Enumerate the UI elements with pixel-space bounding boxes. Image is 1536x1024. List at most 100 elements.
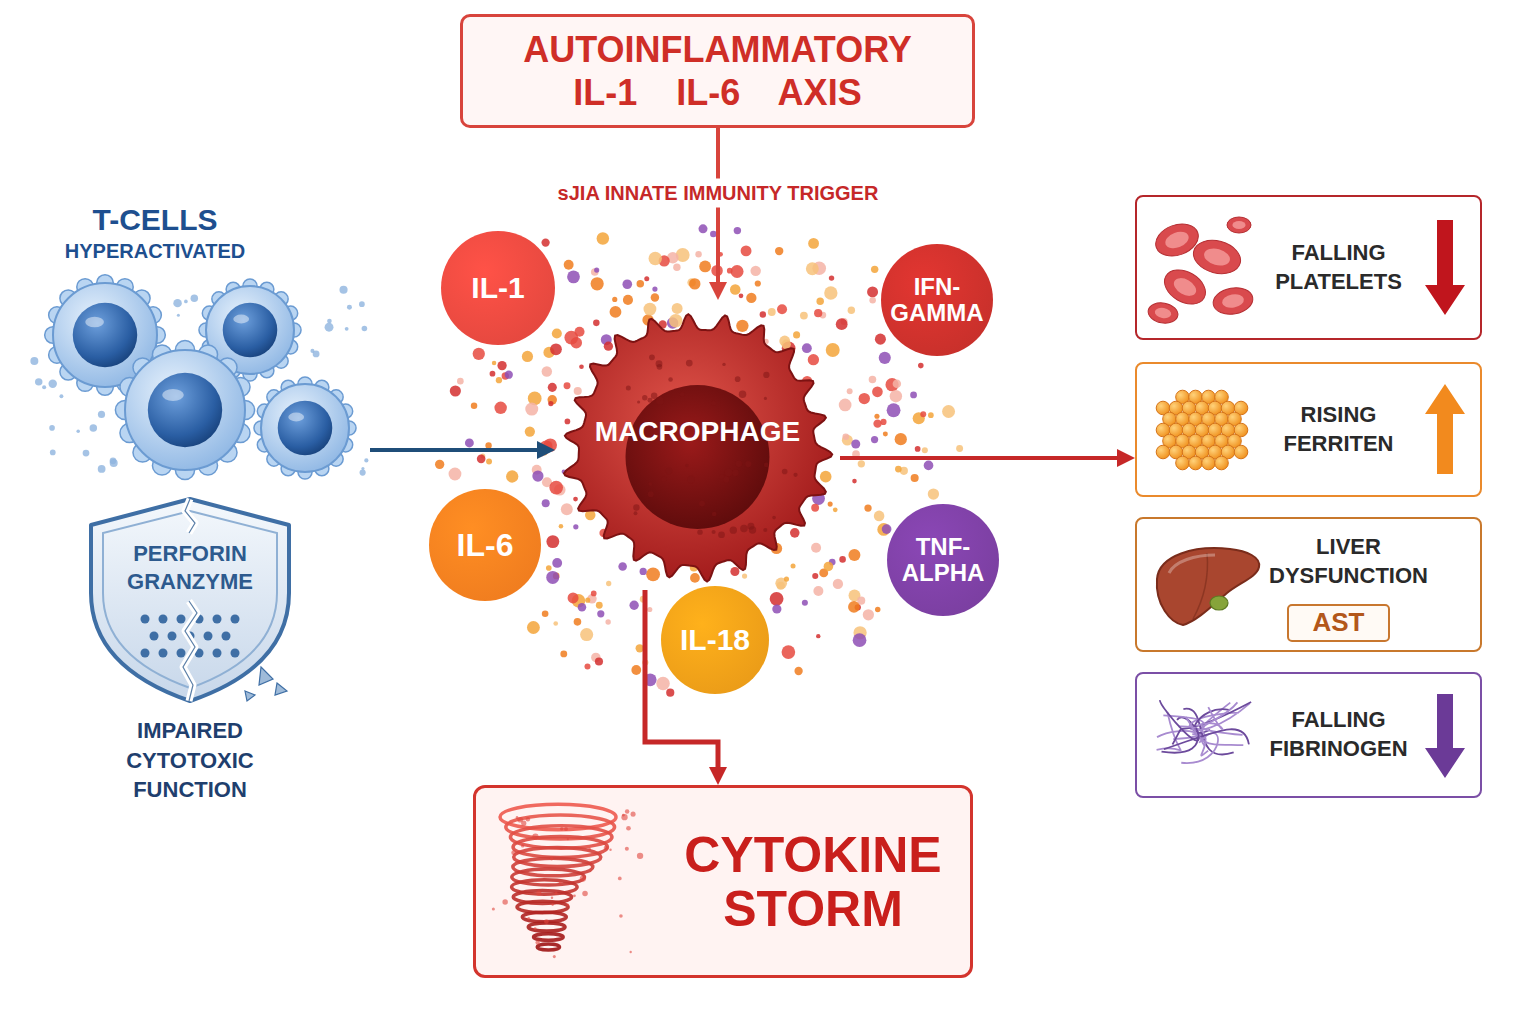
cytokine-particle — [699, 261, 711, 273]
node-graphic — [1135, 362, 1482, 497]
cytokine-particle — [812, 573, 818, 579]
tornado-debris — [526, 817, 530, 821]
cytokine-particle — [928, 488, 939, 499]
red-blood-cell — [1211, 285, 1255, 318]
t-cell-icon — [254, 377, 356, 479]
cytokine-particle — [605, 619, 610, 624]
granule-dot — [141, 649, 150, 658]
lab-finding-box: FALLING FIBRINOGEN — [1135, 672, 1482, 798]
cell-debris — [339, 286, 347, 294]
cell-nucleus — [278, 401, 333, 456]
cytokine-particle — [760, 311, 766, 317]
cytoplasm-granule — [666, 467, 673, 474]
red-blood-cell — [1227, 217, 1251, 233]
cytokine-particle — [942, 405, 955, 418]
cytokine-particle — [644, 303, 657, 316]
cell-debris — [98, 411, 105, 418]
cytokine-circle: IL-6 — [428, 488, 542, 602]
cytokine-particle — [473, 348, 485, 360]
tornado-debris — [625, 809, 629, 813]
cytokine-name: IL-18 — [680, 622, 750, 658]
cytokine-particle — [824, 286, 837, 299]
cytokine-particle — [553, 621, 558, 626]
shield-crack-edge — [183, 601, 197, 701]
cell-debris — [360, 470, 366, 476]
cytokine-particle — [852, 479, 857, 484]
granule-dot — [213, 615, 222, 624]
cytokine-particle — [574, 387, 582, 395]
cytokine-particle — [689, 278, 700, 289]
granule-dot — [204, 632, 213, 641]
cytoplasm-granule — [782, 469, 788, 475]
cell-debris — [177, 314, 180, 317]
cytokine-particle — [640, 568, 647, 575]
fibrin-strand — [1160, 700, 1199, 741]
down-arrow-symbol — [1425, 220, 1465, 315]
cytoplasm-granule — [648, 482, 652, 486]
cytoplasm-granule — [697, 529, 702, 534]
cytokine-particle — [826, 343, 840, 357]
tornado-debris — [551, 903, 554, 906]
cytokine-name: IFN-GAMMA — [887, 274, 987, 327]
tornado-debris — [550, 857, 554, 861]
cytokine-particle — [542, 610, 549, 617]
cell-debris — [98, 465, 106, 473]
cytokine-particle — [584, 664, 590, 670]
cytoplasm-granule — [763, 372, 769, 378]
cytokine-particle — [839, 556, 846, 563]
cell-debris — [359, 301, 365, 307]
cytokine-particle — [580, 628, 593, 641]
cell-debris — [42, 385, 46, 389]
cytokine-particle — [486, 459, 492, 465]
shield-text: PERFORIN GRANZYME — [115, 540, 265, 595]
tornado-debris — [564, 827, 568, 831]
cytokine-particle — [548, 383, 557, 392]
cytokine-particle — [848, 549, 860, 561]
cytokine-particle — [622, 279, 632, 289]
cytokine-particle — [449, 468, 462, 481]
cytokine-particle — [848, 601, 860, 613]
tornado-debris — [629, 951, 631, 953]
cell-debris — [313, 350, 320, 357]
shield-crack — [183, 601, 197, 701]
tornado-debris — [626, 826, 631, 831]
cytokine-particle — [808, 354, 819, 365]
cell-center — [1232, 221, 1245, 229]
t-cell-icon — [115, 340, 254, 479]
tornado-debris — [532, 833, 538, 839]
cytokine-particle — [851, 440, 860, 449]
tornado-debris — [560, 827, 564, 831]
cytokine-particle — [525, 426, 535, 436]
cytokine-particle — [564, 260, 574, 270]
cytokine-particle — [864, 504, 871, 511]
cytokine-particle — [595, 657, 603, 665]
cytokine-circle-fill — [661, 586, 769, 694]
cytokine-particle — [730, 567, 739, 576]
cell-rim — [1190, 235, 1245, 278]
t-cell-group: T-CELLSHYPERACTIVATED — [30, 198, 370, 483]
liver-icon — [1157, 548, 1259, 625]
cytokine-particle — [802, 600, 808, 606]
cell-debris — [76, 430, 80, 434]
cytokine-particle — [652, 287, 657, 292]
cytoplasm-granule — [736, 461, 743, 468]
cytokine-particle — [457, 378, 464, 385]
cytokine-particle — [565, 419, 571, 425]
tornado-debris — [551, 897, 553, 899]
cytoplasm-granule — [730, 527, 737, 534]
granule-dot — [177, 615, 186, 624]
lab-test-name: AST — [1313, 607, 1365, 638]
cytokine-particle — [546, 535, 559, 548]
cell-debris — [345, 327, 349, 331]
cytokine-particle — [594, 267, 599, 272]
cytokine-particle — [842, 433, 849, 440]
liver-lobe-line — [1193, 553, 1207, 619]
cytokine-particle — [887, 403, 901, 417]
flow-arrow — [840, 456, 1125, 460]
tornado-debris — [618, 877, 622, 881]
cytokine-name: TNF-ALPHA — [893, 534, 993, 587]
cytokine-particle — [690, 573, 700, 583]
cytokine-particle — [546, 565, 552, 571]
cytokine-particle — [793, 331, 800, 338]
ferritin-bead — [1215, 456, 1229, 470]
